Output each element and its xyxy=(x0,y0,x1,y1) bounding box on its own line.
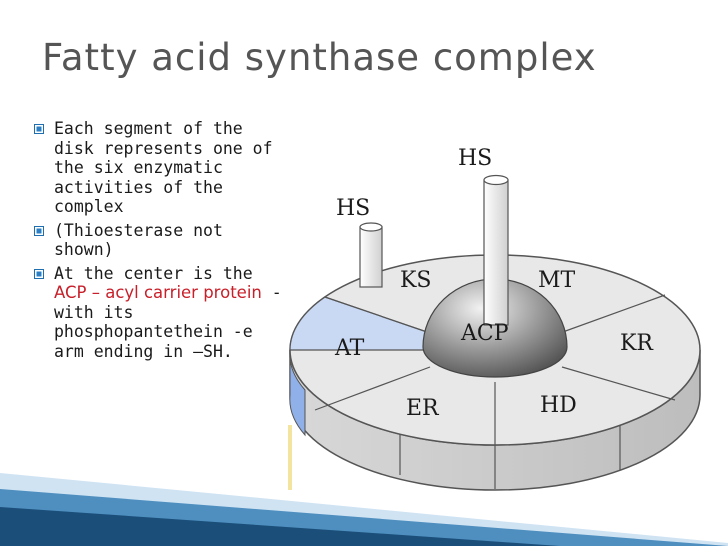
square-bullet-icon xyxy=(34,124,44,134)
segment-label-hd: HD xyxy=(540,393,577,418)
segment-label-mt: MT xyxy=(538,268,576,293)
bullet-text: Each segment of the disk represents one … xyxy=(54,119,273,216)
square-bullet-icon xyxy=(34,225,44,236)
hs-right-label: HS xyxy=(458,146,492,171)
bullet-text: (Thioesterase not shown) xyxy=(54,220,223,260)
bullet-item: (Thioesterase not shown) xyxy=(34,221,284,260)
segment-label-at: AT xyxy=(334,336,365,361)
hs-left-arm xyxy=(359,222,383,288)
segment-label-er: ER xyxy=(406,396,440,421)
decorative-bottom-band xyxy=(0,473,728,546)
bullet-text-prefix: At the center is the xyxy=(54,263,253,283)
bullet-list: Each segment of the disk represents one … xyxy=(34,119,284,365)
bullet-text-suffix: - with its phosphopantethein -e arm endi… xyxy=(54,283,282,361)
slide-title: Fatty acid synthase complex xyxy=(42,36,597,79)
bullet-item: At the center is the ACP – acyl carrier … xyxy=(34,264,284,362)
square-bullet-icon xyxy=(34,268,44,279)
hs-left-label: HS xyxy=(336,196,370,221)
center-label-acp: ACP xyxy=(460,321,509,346)
hs-right-arm xyxy=(483,174,509,326)
bullet-item: Each segment of the disk represents one … xyxy=(34,119,284,217)
segment-label-kr: KR xyxy=(620,331,654,356)
at-rim xyxy=(289,349,306,437)
segment-label-ks: KS xyxy=(400,268,432,293)
acp-highlight: ACP – acyl carrier protein xyxy=(54,283,262,302)
fas-disk-diagram: HS HS KS MT KR HD ER AT ACP xyxy=(288,146,701,491)
acp-dome xyxy=(422,278,568,378)
